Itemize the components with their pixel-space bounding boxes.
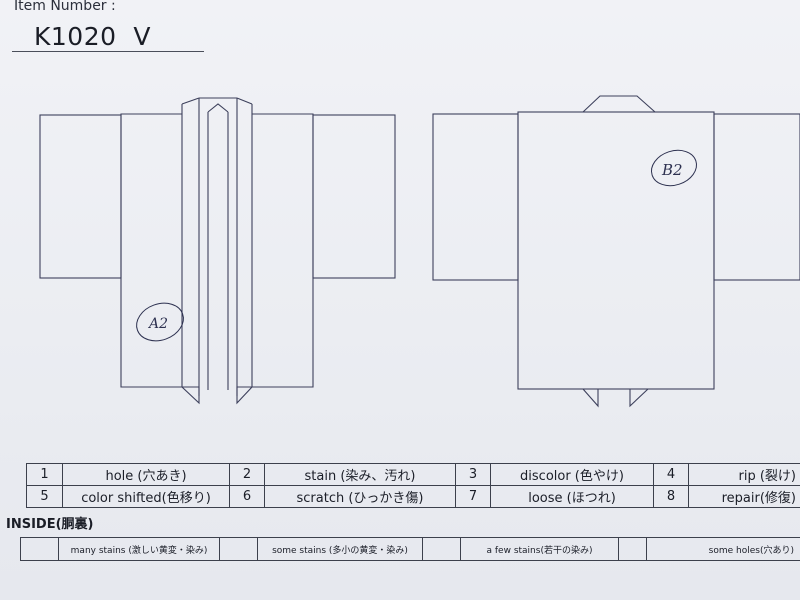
defect-label: loose (ほつれ) (490, 485, 654, 508)
front-collar-left (181, 98, 200, 405)
inside-condition: some stains (多小の黄変・染み) (257, 537, 423, 561)
front-mark: A2 (136, 302, 184, 342)
defect-number: 2 (229, 463, 265, 486)
back-right-sleeve (713, 113, 800, 281)
defect-number: 5 (26, 485, 63, 508)
defect-legend-table: 1 hole (穴あき) 2 stain (染み、汚れ) 3 discolor … (26, 463, 800, 508)
back-body (517, 111, 715, 390)
defect-label: hole (穴あき) (62, 463, 230, 486)
defect-label: repair(修復) (688, 485, 800, 508)
item-number-value: K1020 V (34, 22, 152, 51)
defect-number: 4 (653, 463, 689, 486)
defect-label: color shifted(色移り) (62, 485, 230, 508)
front-mark-text: A2 (147, 316, 168, 332)
front-body-outline-right (236, 113, 314, 396)
front-neck (181, 97, 200, 105)
front-body-outline (120, 113, 200, 396)
back-view (432, 95, 800, 408)
defect-label: stain (染み、汚れ) (264, 463, 456, 486)
front-neck-right (236, 97, 253, 105)
inside-checkbox (422, 537, 461, 561)
inside-condition: some holes(穴あり) (646, 537, 800, 561)
front-right-sleeve (312, 114, 396, 279)
defect-label: rip (裂け) (688, 463, 800, 486)
defect-number: 8 (653, 485, 689, 508)
back-front-panel-right (629, 388, 649, 408)
inside-condition: a few stains(若干の染み) (460, 537, 619, 561)
front-mark-circle (136, 302, 184, 342)
back-front-panel-left (582, 388, 599, 408)
back-mark-circle (651, 149, 697, 187)
defect-row: 5 color shifted(色移り) 6 scratch (ひっかき傷) 7… (26, 485, 800, 508)
back-left-sleeve (432, 113, 519, 281)
front-inner-neck (207, 103, 229, 113)
item-number-underline (12, 51, 204, 52)
garment-diagram: A2 B2 (39, 95, 800, 408)
defect-number: 7 (455, 485, 491, 508)
defect-label: discolor (色やけ) (490, 463, 654, 486)
inside-row: many stains (激しい黄変・染み) some stains (多小の黄… (20, 537, 800, 561)
defect-number: 3 (455, 463, 491, 486)
inside-checkbox (219, 537, 258, 561)
defect-number: 6 (229, 485, 265, 508)
front-collar-right (236, 98, 253, 405)
inside-checkbox (618, 537, 647, 561)
item-number-label: Item Number : (14, 0, 116, 14)
back-mark: B2 (651, 149, 697, 187)
front-view (39, 97, 396, 405)
front-left-sleeve (39, 114, 122, 279)
inside-condition: many stains (激しい黄変・染み) (58, 537, 220, 561)
inside-checkbox (20, 537, 59, 561)
back-collar (582, 95, 656, 113)
inside-condition-table: many stains (激しい黄変・染み) some stains (多小の黄… (20, 537, 800, 561)
defect-number: 1 (26, 463, 63, 486)
defect-row: 1 hole (穴あき) 2 stain (染み、汚れ) 3 discolor … (26, 463, 800, 486)
inside-section-title: INSIDE(胴裏) (6, 517, 94, 532)
back-mark-text: B2 (661, 161, 683, 179)
defect-label: scratch (ひっかき傷) (264, 485, 456, 508)
